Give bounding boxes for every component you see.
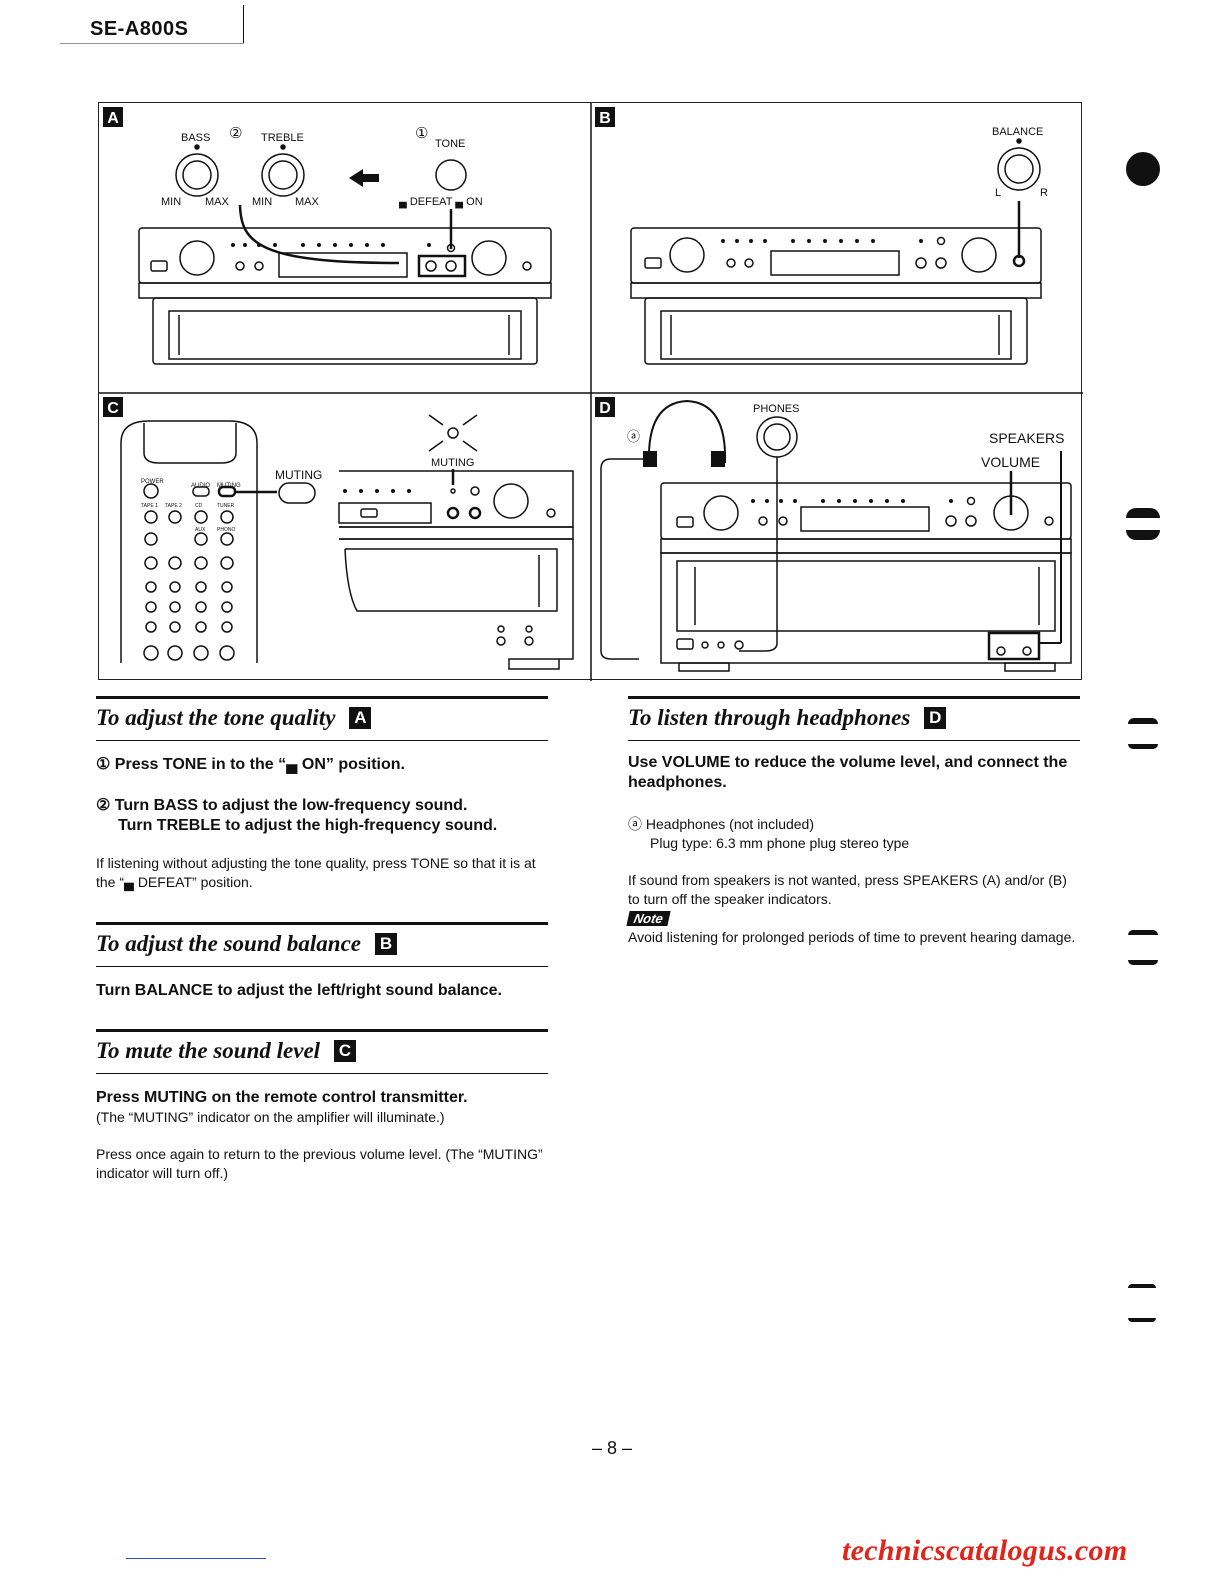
registration-mark: [1128, 1284, 1156, 1288]
svg-text:R: R: [1040, 187, 1048, 199]
tone-heading: To adjust the tone quality A: [96, 696, 548, 741]
svg-text:C: C: [107, 400, 119, 417]
header-rule: [243, 5, 244, 43]
registration-mark: [1128, 1318, 1156, 1322]
svg-text:MIN: MIN: [161, 196, 181, 208]
svg-text:AUX: AUX: [195, 527, 206, 533]
tone-step1: ① Press TONE in to the “▄ ON” position.: [96, 756, 405, 773]
mute-sub: (The “MUTING” indicator on the amplifier…: [96, 1109, 445, 1125]
svg-text:▄ DEFEAT ▄ ON: ▄ DEFEAT ▄ ON: [399, 196, 483, 209]
balance-title: To adjust the sound balance: [96, 931, 361, 956]
balance-heading: To adjust the sound balance B: [96, 922, 548, 967]
panel-c-label: C: [103, 397, 123, 417]
headphones-item: ⓐ Headphones (not included): [628, 816, 815, 832]
registration-mark: [1128, 960, 1158, 965]
headphones-note: Avoid listening for prolonged periods of…: [628, 929, 1076, 945]
headphones-title: To listen through headphones: [628, 705, 911, 730]
svg-text:MUTING: MUTING: [275, 468, 322, 482]
section-tone-quality: To adjust the tone quality A ① Press TONE…: [96, 696, 548, 892]
panel-d-label: D: [595, 397, 615, 417]
svg-text:BALANCE: BALANCE: [992, 126, 1043, 138]
mute-text: Press MUTING on the remote control trans…: [96, 1089, 468, 1106]
svg-text:TAPE 1: TAPE 1: [141, 503, 158, 509]
svg-text:PHONES: PHONES: [753, 403, 799, 415]
svg-text:MAX: MAX: [295, 196, 320, 208]
svg-text:MAX: MAX: [205, 196, 230, 208]
mute-heading: To mute the sound level C: [96, 1029, 548, 1074]
svg-text:MUTING: MUTING: [431, 457, 474, 469]
panel-b-diagram: BALANCE L R: [630, 126, 1048, 365]
headphones-plug: Plug type: 6.3 mm phone plug stereo type: [650, 835, 910, 851]
svg-text:ⓐ: ⓐ: [627, 429, 640, 444]
svg-text:①: ①: [415, 125, 428, 142]
headphones-heading: To listen through headphones D: [628, 696, 1080, 741]
svg-text:SPEAKERS: SPEAKERS: [989, 430, 1064, 446]
headphones-text: Use VOLUME to reduce the volume level, a…: [628, 754, 1068, 791]
tone-title: To adjust the tone quality: [96, 705, 336, 730]
svg-text:B: B: [599, 110, 611, 127]
model-number: SE-A800S: [90, 18, 189, 40]
note-label: Note: [626, 911, 671, 926]
panel-a-label: A: [103, 107, 123, 127]
svg-text:②: ②: [229, 125, 242, 142]
tone-badge: A: [349, 707, 372, 729]
svg-text:TUNER: TUNER: [217, 503, 235, 509]
svg-text:VOLUME: VOLUME: [981, 454, 1040, 470]
svg-text:A: A: [107, 110, 119, 127]
svg-text:TONE: TONE: [435, 138, 465, 150]
svg-text:TREBLE: TREBLE: [261, 132, 304, 144]
registration-mark: [1126, 508, 1160, 518]
svg-text:L: L: [995, 187, 1001, 199]
svg-text:AUDIO: AUDIO: [191, 483, 210, 489]
panel-d-diagram: ⓐ PHONES SPEAKERS VOLUME: [600, 399, 1072, 672]
svg-text:BASS: BASS: [181, 132, 210, 144]
balance-badge: B: [374, 933, 397, 955]
page-number: – 8 –: [591, 1438, 633, 1458]
panel-c-diagram: POWER AUDIO MUTING MUTING TAPE 1 TAPE 2 …: [120, 414, 574, 670]
section-headphones: To listen through headphones D Use VOLUME…: [626, 696, 1080, 947]
svg-text:D: D: [599, 400, 611, 417]
section-mute: To mute the sound level C Press MUTING on…: [96, 1029, 548, 1183]
mute-again: Press once again to return to the previo…: [96, 1146, 543, 1181]
svg-text:MIN: MIN: [252, 196, 272, 208]
registration-mark: [1128, 744, 1158, 749]
headphones-speakers-note: If sound from speakers is not wanted, pr…: [628, 872, 1067, 907]
registration-mark: [1126, 530, 1160, 540]
headphones-badge: D: [924, 707, 947, 729]
section-sound-balance: To adjust the sound balance B Turn BALANC…: [96, 922, 548, 1001]
registration-mark: [1128, 930, 1158, 935]
panel-b-label: B: [595, 107, 615, 127]
figure-grid: A B C D BASS ② TREBLE ① TONE MIN MAX MIN…: [98, 102, 1083, 681]
mute-badge: C: [334, 1040, 357, 1062]
svg-text:POWER: POWER: [141, 479, 164, 485]
tone-step2a: ② Turn BASS to adjust the low-frequency …: [96, 797, 468, 814]
tone-note: If listening without adjusting the tone …: [96, 855, 536, 890]
watermark: technicscatalogus.com: [842, 1534, 1128, 1567]
panel-a-diagram: BASS ② TREBLE ① TONE MIN MAX MIN MAX ▄ D…: [138, 125, 552, 365]
header-underline: [60, 43, 244, 44]
tone-step2b: Turn TREBLE to adjust the high-frequency…: [118, 817, 498, 834]
svg-text:PHONO: PHONO: [217, 527, 235, 533]
registration-mark: [1126, 152, 1160, 186]
svg-text:CD: CD: [195, 503, 203, 509]
footer-link-line: [126, 1558, 266, 1559]
svg-text:TAPE 2: TAPE 2: [165, 503, 182, 509]
registration-mark: [1128, 718, 1158, 724]
mute-title: To mute the sound level: [96, 1038, 321, 1063]
balance-text: Turn BALANCE to adjust the left/right so…: [96, 982, 502, 999]
